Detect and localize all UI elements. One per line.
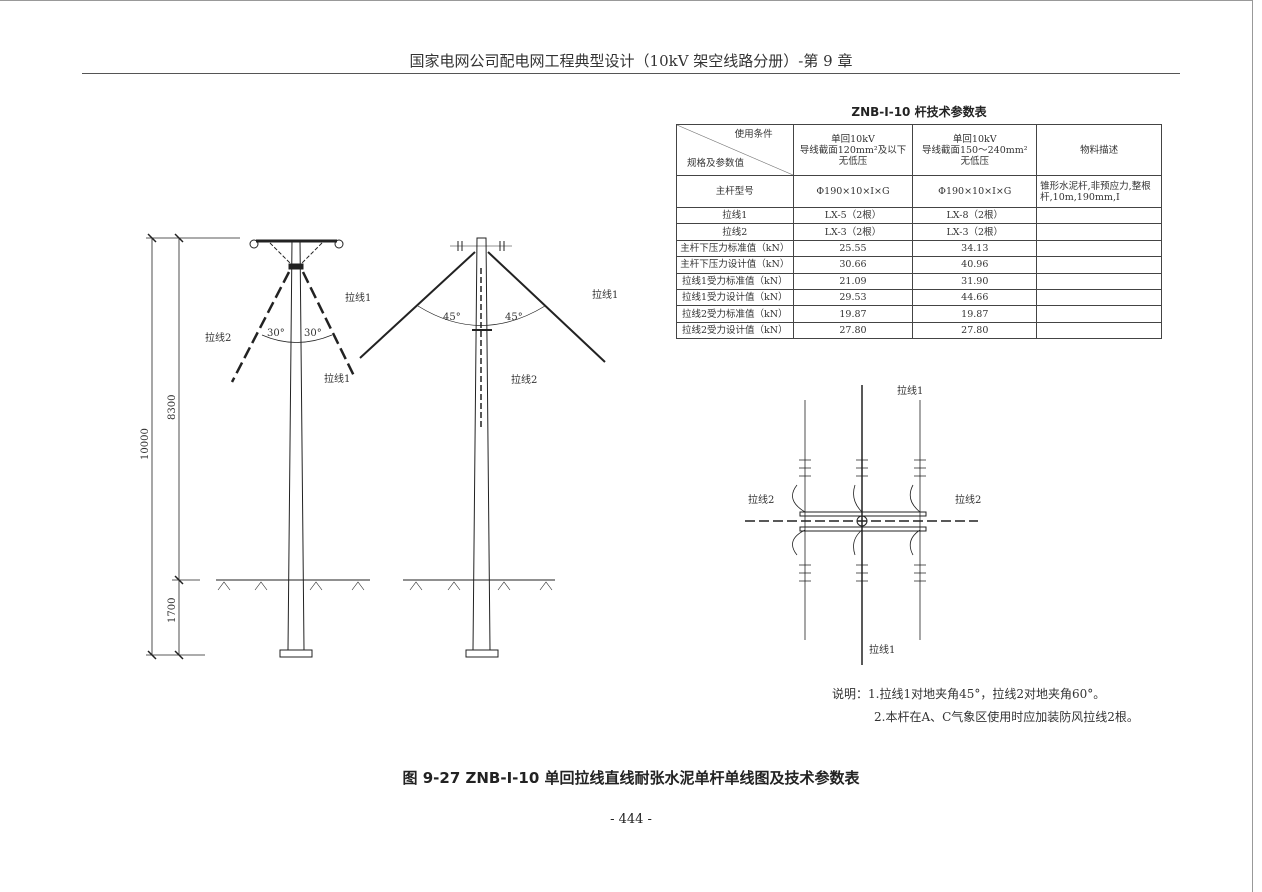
plan-label-guy1-bottom: 拉线1	[869, 643, 895, 656]
angle-45-left: 45°	[443, 312, 461, 323]
dim-8300: 8300	[167, 395, 178, 420]
angle-30-left: 30°	[267, 328, 285, 339]
cell: Φ190×10×I×G	[792, 175, 914, 208]
label-guy2: 拉线2	[205, 331, 231, 344]
pole-2	[359, 237, 606, 658]
row-label: 主杆型号	[676, 175, 794, 208]
pole-1	[230, 239, 357, 658]
label-guy1-left: 拉线1	[345, 291, 371, 304]
plan-label-guy2-right: 拉线2	[955, 493, 981, 506]
label-guy2-pole2: 拉线2	[511, 373, 537, 386]
dim-1700: 1700	[167, 598, 178, 623]
page-number: - 444 -	[610, 812, 652, 827]
corner-bottom: 规格及参数值	[687, 158, 745, 169]
plan-label-guy1-top: 拉线1	[897, 384, 923, 397]
row-label: 拉线2受力设计值（kN）	[676, 321, 794, 340]
cell-note: 锥形水泥杆,非预应力,整根杆,10m,190mm,I	[1036, 175, 1162, 208]
table-title: ZNB-Ⅰ-10 杆技术参数表	[851, 105, 987, 119]
cell: 27.80	[792, 321, 914, 340]
header-rule	[82, 73, 1180, 74]
note-2: 2.本杆在A、C气象区使用时应加装防风拉线2根。	[874, 710, 1139, 724]
page-header: 国家电网公司配电网工程典型设计（10kV 架空线路分册）-第 9 章	[409, 52, 853, 70]
notes: 说明：1.拉线1对地夹角45°，拉线2对地夹角60°。 2.本杆在A、C气象区使…	[832, 683, 1139, 729]
dimension-lines	[146, 233, 240, 660]
figure-caption: 图 9-27 ZNB-Ⅰ-10 单回拉线直线耐张水泥单杆单线图及技术参数表	[402, 769, 860, 787]
angle-45-right: 45°	[505, 312, 523, 323]
label-guy1: 拉线1	[324, 372, 350, 385]
page-border-right	[1252, 0, 1253, 892]
dim-10000: 10000	[140, 428, 151, 460]
note-1: 说明：1.拉线1对地夹角45°，拉线2对地夹角60°。	[832, 687, 1106, 701]
cell-note	[1036, 321, 1162, 340]
col-header-3: 物料描述	[1036, 124, 1162, 176]
plan-label-guy2-left: 拉线2	[748, 493, 774, 506]
corner-top: 使用条件	[734, 129, 773, 140]
label-guy1-right: 拉线1	[592, 288, 618, 301]
ground-lines	[216, 579, 555, 591]
plan-view	[745, 385, 978, 665]
page-border-top	[0, 0, 1252, 1]
angle-30-right: 30°	[304, 328, 322, 339]
